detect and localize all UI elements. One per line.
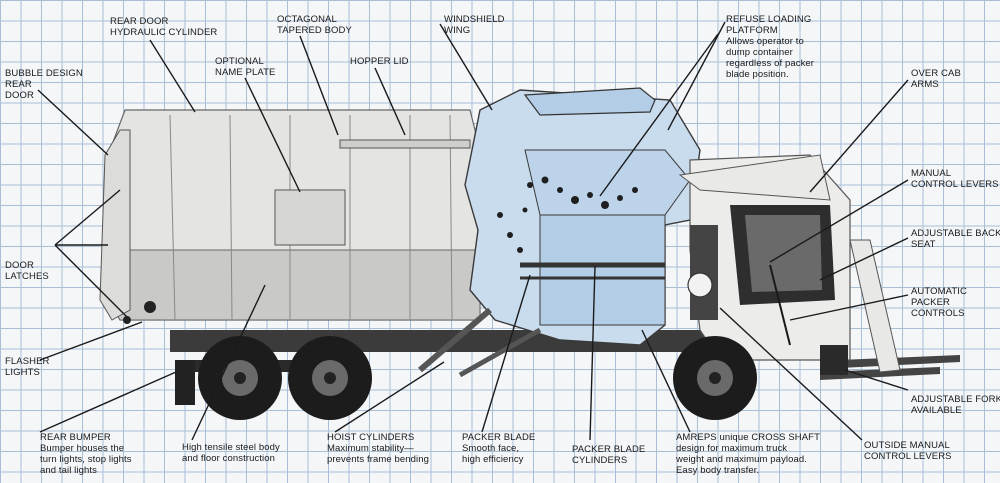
label-packer-blade-cylinders: PACKER BLADE CYLINDERS [572, 444, 646, 466]
label-manual-control-levers: MANUAL CONTROL LEVERS [911, 168, 999, 190]
name-plate [274, 189, 346, 246]
leader-lines [37, 21, 909, 441]
hopper-cutaway [464, 87, 701, 346]
label-optional-name-plate: OPTIONAL NAME PLATE [215, 56, 276, 78]
label-hoist-cylinders: HOIST CYLINDERS Maximum stability— preve… [327, 432, 430, 465]
label-outside-manual-control-levers: OUTSIDE MANUAL CONTROL LEVERS [864, 440, 952, 462]
wheels [198, 336, 757, 420]
label-rear-bumper: REAR BUMPER Bumper houses the turn light… [40, 432, 132, 476]
hoist-cylinder [418, 307, 492, 373]
flasher-light [144, 301, 156, 313]
label-adjustable-back-seat: ADJUSTABLE BACK SEAT [911, 228, 1000, 250]
label-refuse-loading-platform: REFUSE LOADING PLATFORM Allows operator … [726, 14, 815, 80]
hopper-lid [339, 139, 471, 149]
label-over-cab-arms: OVER CAB ARMS [911, 68, 961, 90]
label-windshield-wing: WINDSHIELD WING [444, 14, 505, 36]
label-hopper-lid: HOPPER LID [350, 56, 409, 67]
label-automatic-packer-controls: AUTOMATIC PACKER CONTROLS [911, 286, 967, 319]
label-high-tensile-steel-body: High tensile steel body and floor constr… [182, 442, 280, 464]
label-octagonal-tapered-body: OCTAGONAL TAPERED BODY [277, 14, 352, 36]
label-door-latches: DOOR LATCHES [5, 260, 49, 282]
label-amreps-cross-shaft: AMREPS unique CROSS SHAFT design for max… [676, 432, 820, 476]
engine [690, 225, 718, 320]
label-rear-door-hydraulic-cylinder: REAR DOOR HYDRAULIC CYLINDER [110, 16, 218, 38]
over-cab-arm [678, 154, 831, 201]
label-adjustable-forks-available: ADJUSTABLE FORKS AVAILABLE [911, 394, 1000, 416]
label-flasher-lights: FLASHER LIGHTS [5, 356, 50, 378]
forks [820, 239, 960, 380]
label-packer-blade: PACKER BLADE Smooth face, high efficienc… [462, 432, 536, 465]
rear-bumper [175, 360, 195, 405]
rear-body [99, 109, 481, 405]
label-bubble-design-rear-door: BUBBLE DESIGN REAR DOOR [5, 68, 83, 101]
